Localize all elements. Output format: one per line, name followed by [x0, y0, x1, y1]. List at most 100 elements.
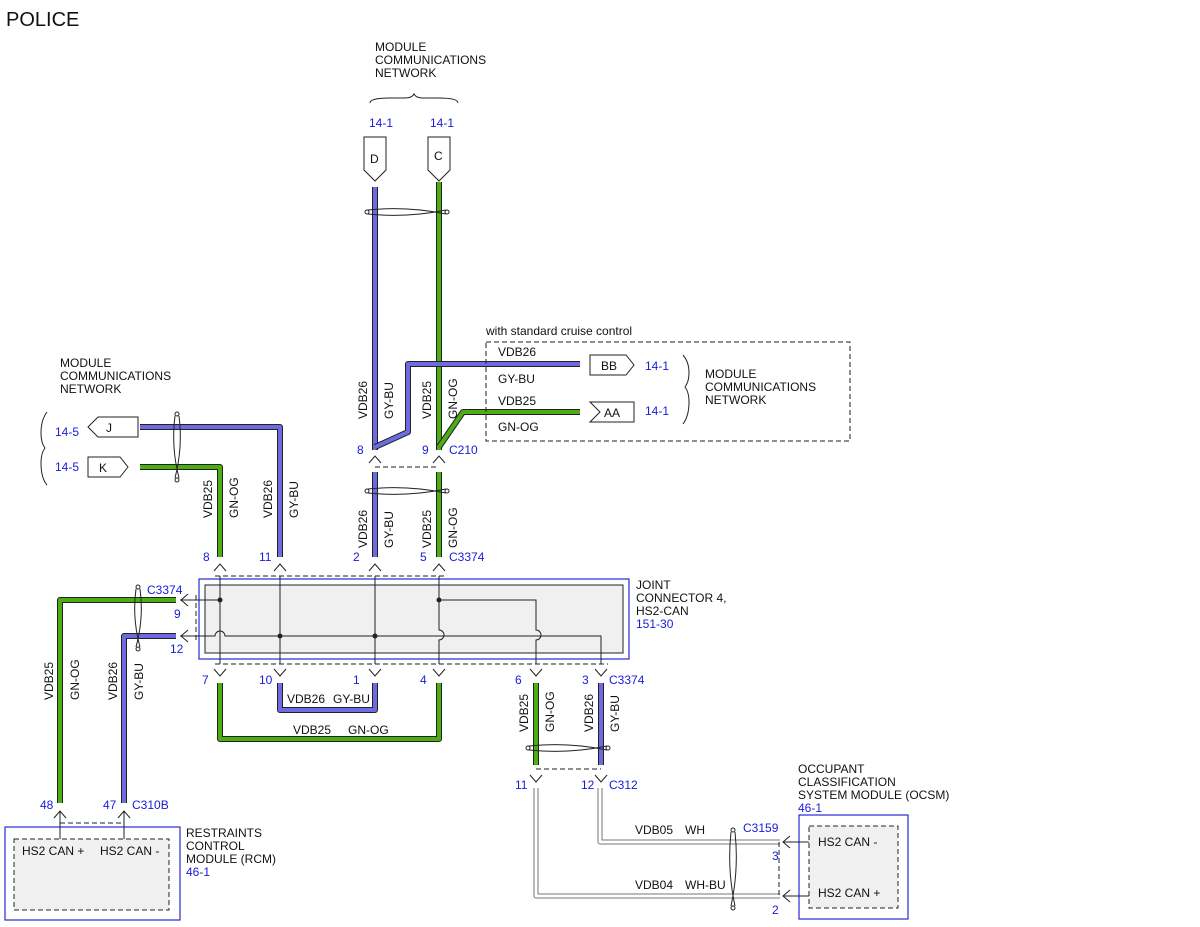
- rcm-pin-minus: HS2 CAN -: [100, 844, 159, 858]
- svg-text:7: 7: [202, 673, 209, 687]
- ocsm-module-outline: [798, 814, 909, 920]
- ref-j-link[interactable]: 14-5: [55, 425, 79, 439]
- ocsm-module-body: [808, 825, 899, 909]
- ocsm-pin-leads: [783, 841, 809, 897]
- wire-label-whbu: WH-BU: [685, 878, 726, 892]
- ocsm-ref-link[interactable]: 46-1: [798, 801, 822, 815]
- tag-k-label: K: [99, 461, 107, 475]
- svg-text:1: 1: [353, 673, 360, 687]
- vertical-wire-labels: VDB26 GY-BU VDB25 GN-OG VDB26 GY-BU VDB2…: [42, 378, 622, 732]
- ocsm-module-label: OCCUPANT CLASSIFICATION SYSTEM MODULE (O…: [798, 762, 949, 802]
- page-title: POLICE: [6, 9, 79, 31]
- svg-text:GY-BU: GY-BU: [132, 663, 146, 700]
- svg-text:COMMUNICATIONS: COMMUNICATIONS: [60, 369, 171, 383]
- connector-c210[interactable]: C210: [449, 443, 478, 457]
- option-box: [485, 341, 851, 442]
- ref-k-link[interactable]: 14-5: [55, 460, 79, 474]
- left-network-brace: [40, 411, 48, 486]
- svg-text:NETWORK: NETWORK: [375, 66, 436, 80]
- svg-text:12: 12: [581, 778, 595, 792]
- svg-text:VDB26: VDB26: [356, 381, 370, 419]
- svg-text:HS2-CAN: HS2-CAN: [636, 604, 689, 618]
- wire-label-vdb26-bb: VDB26: [498, 345, 536, 359]
- joint-connector-internal-bus: [180, 576, 602, 664]
- connector-c3159[interactable]: C3159: [743, 821, 779, 835]
- ref-d-link[interactable]: 14-1: [369, 116, 393, 130]
- connector-tag-c: [427, 136, 451, 182]
- svg-text:VDB25: VDB25: [517, 694, 531, 732]
- wire-label-vdb25-aa: VDB25: [498, 394, 536, 408]
- ocsm-pin-minus: HS2 CAN -: [818, 835, 877, 849]
- wire-label-vdb26-loop: VDB26: [287, 692, 325, 706]
- svg-text:GY-BU: GY-BU: [382, 511, 396, 548]
- svg-text:3: 3: [582, 673, 589, 687]
- svg-text:VDB26: VDB26: [582, 694, 596, 732]
- ref-c-link[interactable]: 14-1: [430, 116, 454, 130]
- wire-label-gybu-bb: GY-BU: [498, 372, 535, 386]
- ref-aa-link[interactable]: 14-1: [645, 404, 669, 418]
- svg-text:VDB26: VDB26: [261, 480, 275, 518]
- svg-text:VDB25: VDB25: [420, 381, 434, 419]
- svg-text:SYSTEM MODULE (OCSM): SYSTEM MODULE (OCSM): [798, 788, 949, 802]
- tag-j-label: J: [106, 421, 112, 435]
- svg-text:NETWORK: NETWORK: [60, 382, 121, 396]
- joint-connector-ref-link[interactable]: 151-30: [636, 617, 674, 631]
- right-network-label: MODULE COMMUNICATIONS NETWORK: [705, 367, 816, 407]
- svg-text:8: 8: [357, 443, 364, 457]
- ocsm-pin-plus: HS2 CAN +: [818, 886, 880, 900]
- svg-text:6: 6: [515, 673, 522, 687]
- svg-text:5: 5: [420, 550, 427, 564]
- svg-text:RESTRAINTS: RESTRAINTS: [186, 826, 262, 840]
- svg-text:GN-OG: GN-OG: [446, 378, 460, 419]
- svg-text:2: 2: [353, 550, 360, 564]
- svg-text:12: 12: [170, 642, 184, 656]
- svg-text:GY-BU: GY-BU: [608, 695, 622, 732]
- svg-text:2: 2: [772, 903, 779, 917]
- rcm-module-label: RESTRAINTS CONTROL MODULE (RCM): [186, 826, 276, 866]
- svg-text:CLASSIFICATION: CLASSIFICATION: [798, 775, 896, 789]
- svg-text:GN-OG: GN-OG: [227, 477, 241, 518]
- wire-label-gnog-loop: GN-OG: [348, 723, 389, 737]
- svg-text:MODULE: MODULE: [705, 367, 756, 381]
- svg-text:8: 8: [203, 550, 210, 564]
- blue-wires: [121, 187, 604, 803]
- joint-connector-outline: [198, 578, 630, 660]
- svg-text:VDB26: VDB26: [106, 662, 120, 700]
- svg-text:COMMUNICATIONS: COMMUNICATIONS: [375, 53, 486, 67]
- wire-label-wh: WH: [685, 823, 705, 837]
- svg-text:VDB25: VDB25: [42, 662, 56, 700]
- ref-bb-link[interactable]: 14-1: [645, 359, 669, 373]
- wire-label-vdb25-loop: VDB25: [293, 723, 331, 737]
- right-network-brace: [682, 354, 690, 425]
- connector-c310b[interactable]: C310B: [132, 798, 169, 812]
- svg-text:GY-BU: GY-BU: [382, 382, 396, 419]
- svg-text:NETWORK: NETWORK: [705, 393, 766, 407]
- svg-text:11: 11: [515, 778, 528, 792]
- svg-text:VDB26: VDB26: [356, 510, 370, 548]
- connector-c3374-top[interactable]: C3374: [449, 550, 485, 564]
- tag-c-label: C: [434, 149, 443, 163]
- svg-text:MODULE: MODULE: [60, 356, 111, 370]
- rcm-ref-link[interactable]: 46-1: [186, 865, 210, 879]
- svg-text:11: 11: [259, 550, 272, 564]
- white-wires: [533, 788, 780, 899]
- left-network-label: MODULE COMMUNICATIONS NETWORK: [60, 356, 171, 396]
- svg-text:9: 9: [422, 443, 429, 457]
- svg-text:MODULE: MODULE: [375, 40, 426, 54]
- svg-text:9: 9: [174, 607, 181, 621]
- svg-text:GN-OG: GN-OG: [68, 659, 82, 700]
- option-label: with standard cruise control: [485, 324, 632, 338]
- connector-c3374-bottom[interactable]: C3374: [609, 673, 645, 687]
- svg-text:GY-BU: GY-BU: [287, 481, 301, 518]
- connector-c3374-left[interactable]: C3374: [147, 583, 183, 597]
- connector-c312[interactable]: C312: [609, 778, 638, 792]
- joint-connector-label: JOINT CONNECTOR 4, HS2-CAN: [636, 578, 726, 618]
- svg-text:48: 48: [40, 798, 54, 812]
- twist-markers: [134, 208, 737, 911]
- svg-text:GN-OG: GN-OG: [446, 507, 460, 548]
- joint-connector-body: [204, 584, 624, 654]
- wire-label-vdb05: VDB05: [635, 823, 673, 837]
- svg-text:COMMUNICATIONS: COMMUNICATIONS: [705, 380, 816, 394]
- connector-tag-d: [363, 136, 387, 182]
